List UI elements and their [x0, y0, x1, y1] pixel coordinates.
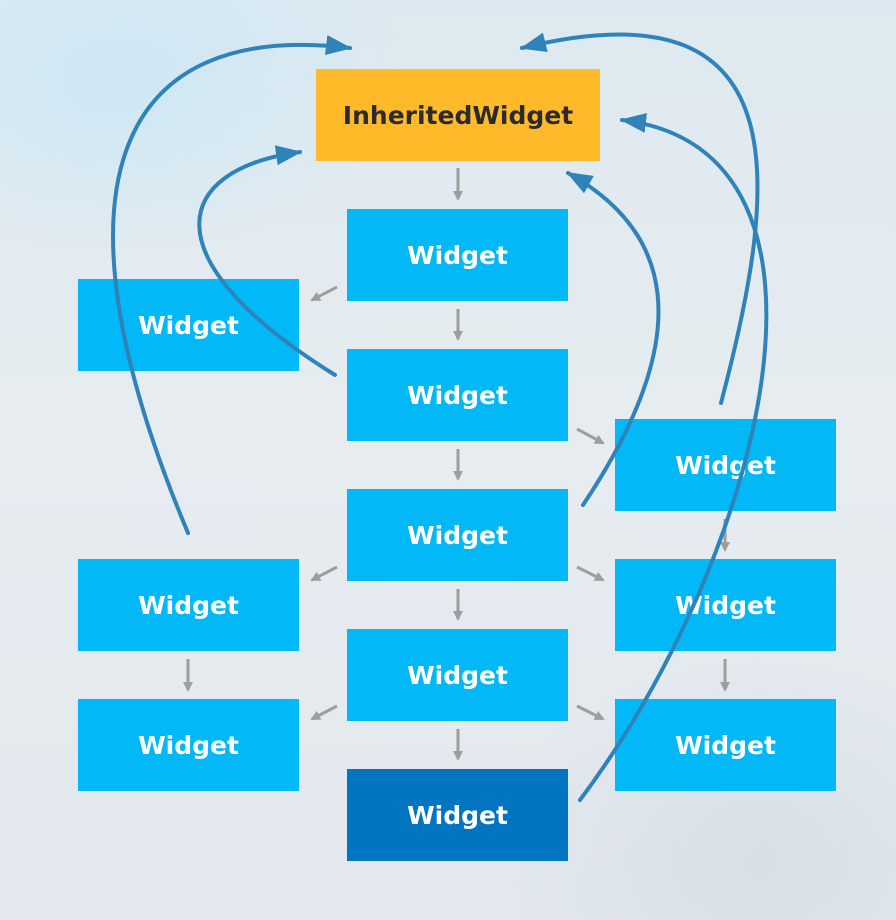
widget-label: Widget — [138, 310, 239, 340]
inherited-widget-label: InheritedWidget — [342, 100, 574, 130]
widget-label: Widget — [138, 590, 239, 620]
inherited-widget-node: InheritedWidget — [316, 69, 600, 161]
widget-label: Widget — [675, 450, 776, 480]
widget-label: Widget — [407, 800, 508, 830]
tree-arrow — [310, 565, 338, 582]
lookup-arrow — [578, 112, 769, 802]
widget-label: Widget — [407, 660, 508, 690]
lookup-arrow — [197, 145, 337, 377]
widget-node: Widget — [347, 349, 568, 441]
widget-label: Widget — [407, 520, 508, 550]
widget-node: Widget — [347, 629, 568, 721]
tree-arrow — [310, 285, 338, 302]
tree-arrow — [576, 427, 605, 445]
widget-label: Widget — [407, 380, 508, 410]
widget-label: Widget — [407, 240, 508, 270]
widget-node: Widget — [615, 699, 836, 791]
widget-node: Widget — [615, 559, 836, 651]
widget-node: Widget — [615, 419, 836, 511]
widget-label: Widget — [675, 730, 776, 760]
tree-arrow — [576, 565, 605, 582]
tree-arrow — [576, 704, 605, 721]
widget-label: Widget — [138, 730, 239, 760]
widget-node: Widget — [347, 489, 568, 581]
widget-node-selected: Widget — [347, 769, 568, 861]
lookup-arrow — [111, 35, 352, 535]
widget-node: Widget — [78, 699, 299, 791]
tree-arrow — [310, 704, 338, 721]
widget-node: Widget — [78, 559, 299, 651]
lookup-arrow — [566, 171, 661, 507]
widget-node: Widget — [347, 209, 568, 301]
lookup-arrow — [520, 32, 760, 405]
